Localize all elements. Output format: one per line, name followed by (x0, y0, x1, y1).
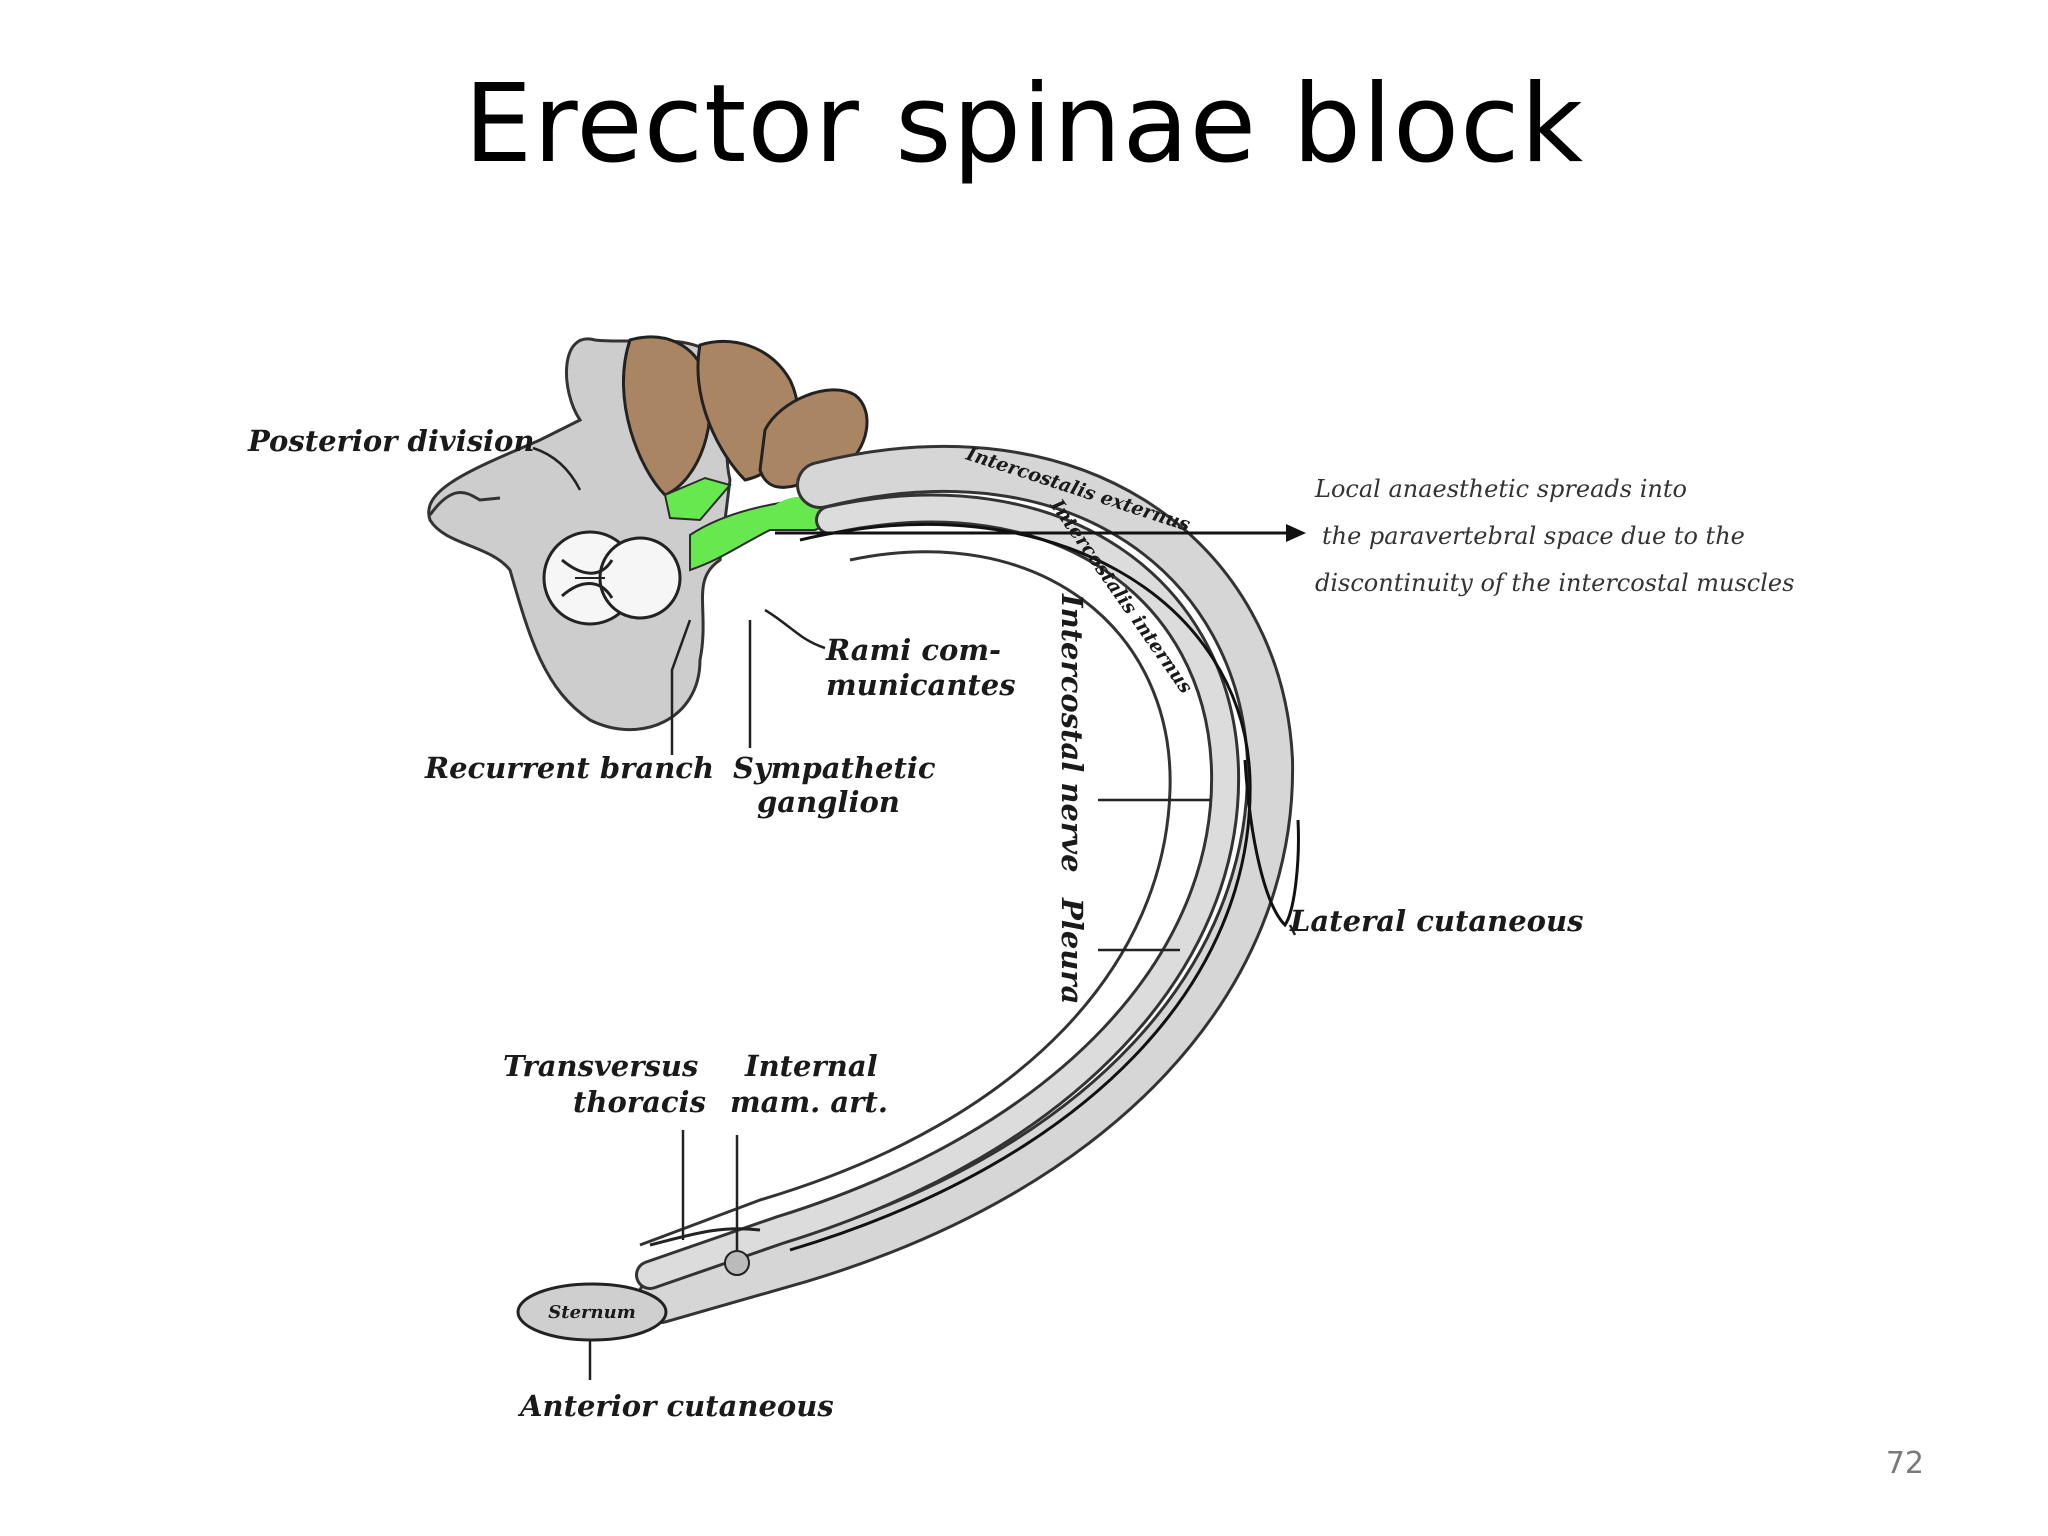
internal-label-line2: mam. art. (730, 1085, 888, 1119)
internal-mammary-artery (724, 1250, 750, 1276)
posterior-division-label: Posterior division (247, 424, 535, 458)
erector-spinae-muscles (621, 335, 869, 497)
leader-lines (532, 446, 1297, 1380)
sympathetic-label-line2: ganglion (757, 785, 900, 819)
annotation-arrow (775, 524, 1306, 542)
intercostal-nerve-label: Intercostal nerve (1055, 593, 1089, 873)
intercostal-bands (635, 445, 1295, 1324)
annotation-line1: Local anaesthetic spreads into (1314, 475, 1687, 503)
transversus-label-line1: Transversus (503, 1049, 698, 1083)
slide-title: Erector spinae block (463, 62, 1585, 187)
pleura-label: Pleura (1055, 897, 1089, 1004)
pleura-line (639, 550, 1172, 1247)
slide-number: 72 (1885, 1446, 1924, 1481)
intercostal-nerve-line (789, 523, 1252, 1252)
rami-label-line1: Rami com- (825, 633, 1001, 667)
sternum-label: Sternum (548, 1302, 635, 1323)
transverse-process (428, 491, 501, 516)
transversus-thoracis (649, 1227, 761, 1247)
annotation-line2: the paravertebral space due to the (1322, 522, 1745, 550)
spinal-cord (542, 530, 682, 626)
rami-label-line2: municantes (826, 668, 1016, 702)
lateral-cutaneous-label: Lateral cutaneous (1289, 904, 1583, 938)
sternum (516, 1282, 668, 1342)
anterior-cutaneous-label: Anterior cutaneous (517, 1389, 834, 1423)
lateral-cutaneous-branch (1243, 759, 1300, 928)
transversus-label-line2: thoracis (573, 1085, 706, 1119)
muscle-medial (621, 335, 712, 497)
local-anaesthetic-spread (663, 476, 828, 572)
recurrent-branch-label: Recurrent branch (424, 751, 714, 785)
internal-label-line1: Internal (744, 1049, 878, 1083)
sympathetic-label-line1: Sympathetic (733, 751, 936, 785)
annotation-line3: discontinuity of the intercostal muscles (1315, 569, 1794, 597)
